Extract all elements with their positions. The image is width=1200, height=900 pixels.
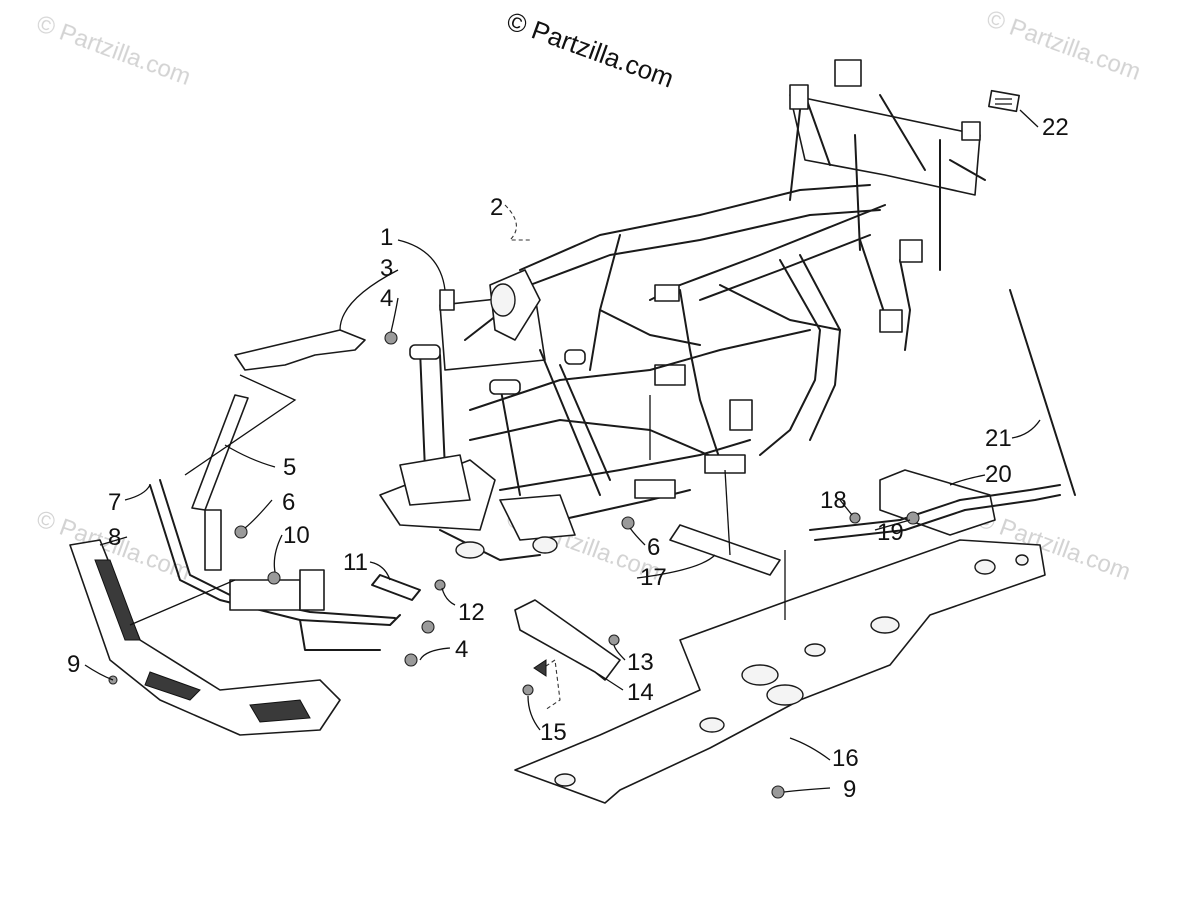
callout-10: 10 (283, 522, 310, 549)
callout-5: 5 (283, 454, 296, 481)
part-3-bracket (234, 329, 366, 371)
watermark: © Partzilla.com (33, 10, 194, 91)
callout-21: 21 (985, 425, 1012, 452)
watermark: © Partzilla.com (983, 5, 1144, 86)
callout-22: 22 (1042, 114, 1069, 141)
callout-11: 11 (343, 549, 368, 576)
callout-labels: 1 2 3 4 4 5 6 6 7 8 9 9 10 11 12 13 14 1… (67, 114, 1069, 803)
hardware-group (108, 331, 920, 799)
part-17-pad (669, 524, 781, 576)
callout-16: 16 (832, 745, 859, 772)
part-11-clip (371, 574, 421, 601)
leader-lines (84, 109, 1041, 793)
callout-9: 9 (843, 776, 856, 803)
callout-17: 17 (640, 564, 667, 591)
main-frame (379, 59, 986, 561)
part-14-bracket (514, 599, 621, 681)
callout-4: 4 (380, 285, 393, 312)
callout-6: 6 (282, 489, 295, 516)
part-22-decal (988, 89, 1020, 113)
callout-20: 20 (985, 461, 1012, 488)
copyright-text: © Partzilla.com (503, 5, 678, 93)
callout-9: 9 (67, 651, 80, 678)
callout-19: 19 (877, 519, 904, 546)
callout-3: 3 (380, 255, 393, 282)
callout-14: 14 (627, 679, 654, 706)
part-21-rod (1009, 289, 1076, 496)
callout-12: 12 (458, 599, 485, 626)
callout-13: 13 (627, 649, 654, 676)
front-bumper-assembly (69, 329, 401, 736)
callout-15: 15 (540, 719, 567, 746)
callout-6: 6 (647, 534, 660, 561)
part-16-skid-plate (514, 539, 1046, 804)
callout-8: 8 (108, 524, 121, 551)
callout-7: 7 (108, 489, 121, 516)
callout-1: 1 (380, 224, 393, 251)
callout-18: 18 (820, 487, 847, 514)
callout-4: 4 (455, 636, 468, 663)
callout-2: 2 (490, 194, 503, 221)
